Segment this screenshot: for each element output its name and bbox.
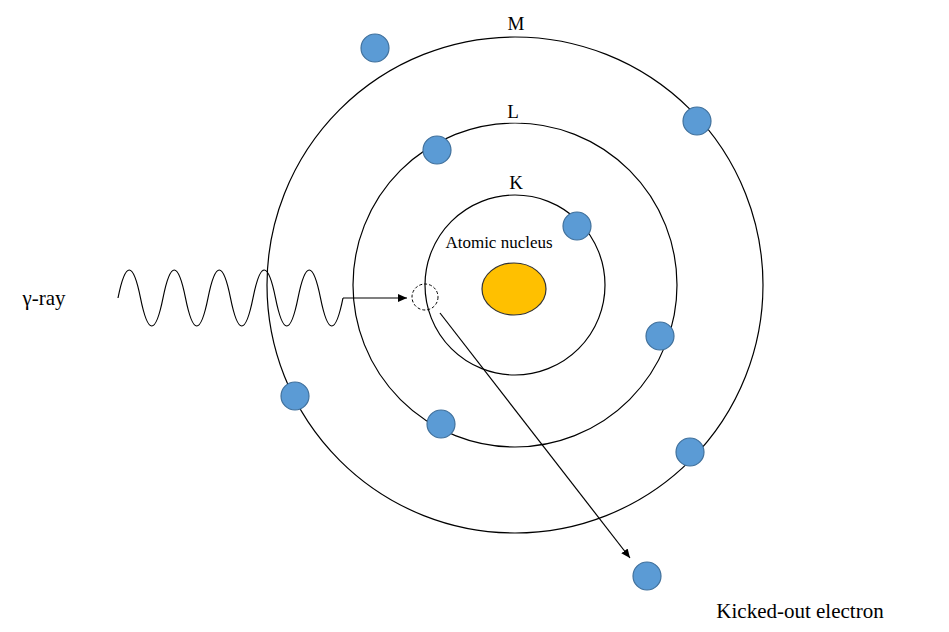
- m-shell: [267, 37, 763, 533]
- gamma-wave: [118, 270, 343, 326]
- shell-label: L: [505, 102, 521, 123]
- shell-label: K: [507, 173, 525, 194]
- electrons: [281, 34, 711, 590]
- ejection-arrow: [440, 313, 630, 558]
- ray-label: γ-ray: [20, 287, 67, 310]
- vacancy: [412, 284, 438, 310]
- nucleus-label: Atomic nucleus: [443, 234, 554, 253]
- electron-label: Kicked-out electron: [714, 600, 885, 623]
- shell-label: M: [506, 14, 527, 35]
- gamma-arrow: [343, 297, 407, 298]
- k-shell: [425, 195, 605, 375]
- l-shell: [353, 123, 677, 447]
- nucleus: [482, 263, 546, 315]
